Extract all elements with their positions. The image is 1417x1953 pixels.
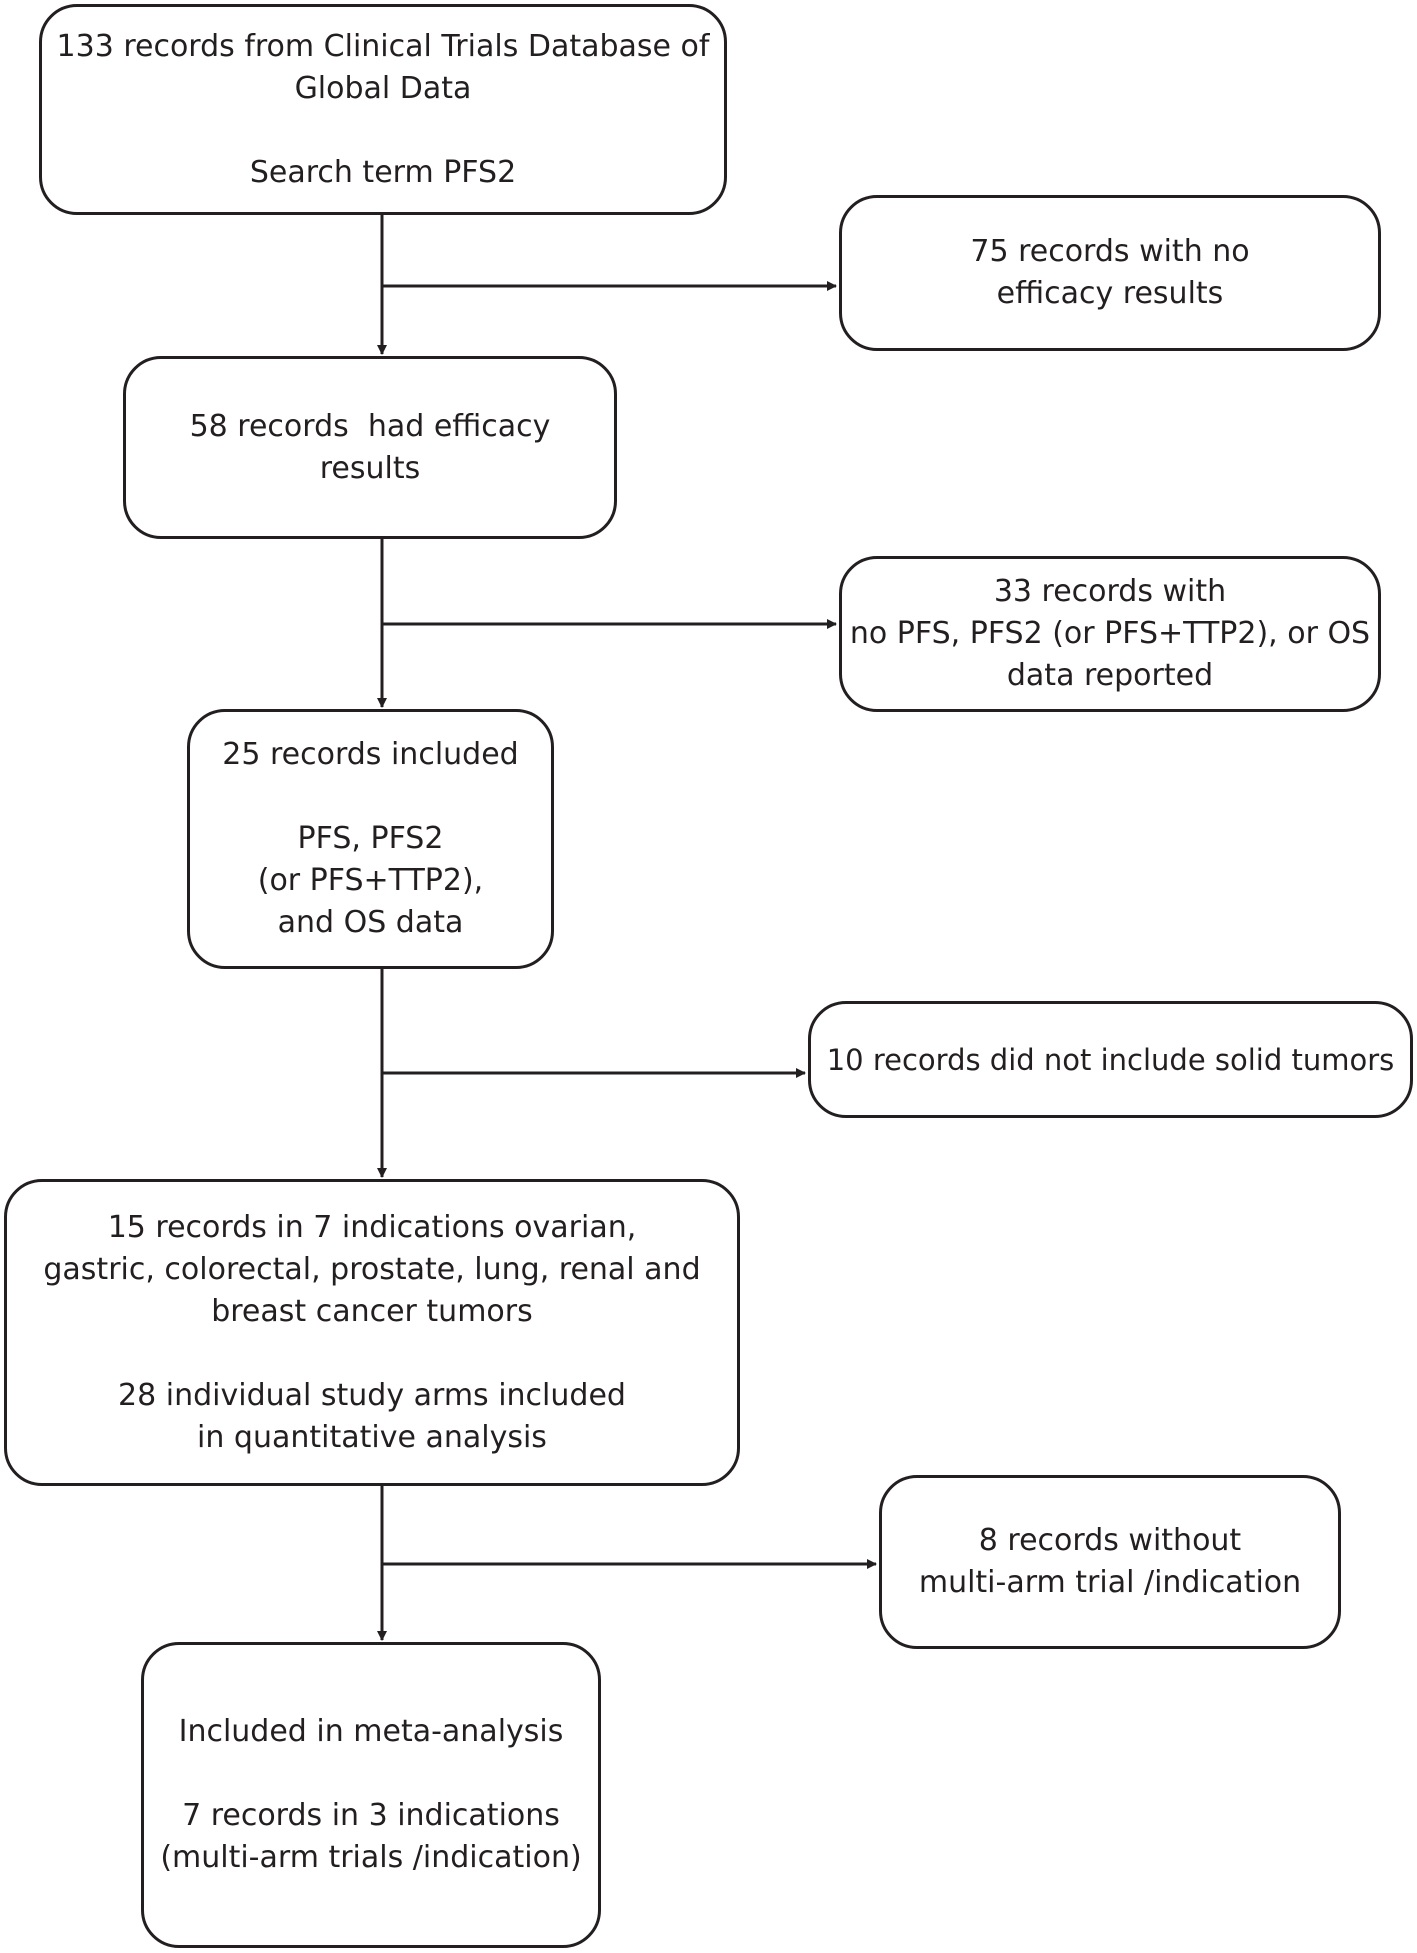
- excluded-no-data-line-3: data reported: [1006, 658, 1214, 693]
- meta-analysis-title: Included in meta-analysis: [178, 1714, 564, 1749]
- indications-box: 15 records in 7 indications ovarian, gas…: [4, 1179, 740, 1486]
- excluded-not-solid-line-1: 10 records did not include solid tumors: [826, 1042, 1395, 1077]
- meta-analysis-line-1: 7 records in 3 indications: [182, 1798, 560, 1833]
- records-found-line-1: 133 records from Clinical Trials Databas…: [56, 28, 710, 64]
- excluded-no-multiarm-line-2: multi-arm trial /indication: [918, 1565, 1302, 1600]
- study-arms-line-1: 28 individual study arms included: [118, 1377, 626, 1413]
- excluded-no-multiarm-box: 8 records without multi-arm trial /indic…: [879, 1475, 1341, 1649]
- excluded-no-efficacy-line-2: efficacy results: [996, 276, 1224, 311]
- search-term-text: Search term PFS2: [249, 154, 517, 190]
- had-efficacy-line-2: results: [319, 450, 421, 486]
- excluded-no-data-box: 33 records with no PFS, PFS2 (or PFS+TTP…: [839, 556, 1381, 712]
- excluded-no-multiarm-line-1: 8 records without: [978, 1523, 1242, 1558]
- indications-line-3: breast cancer tumors: [211, 1293, 533, 1329]
- records-found-line-2: Global Data: [294, 70, 472, 106]
- study-arms-line-2: in quantitative analysis: [197, 1419, 547, 1455]
- excluded-no-data-line-1: 33 records with: [993, 574, 1227, 609]
- meta-analysis-line-2: (multi-arm trials /indication): [160, 1840, 582, 1875]
- indications-line-2: gastric, colorectal, prostate, lung, ren…: [43, 1251, 701, 1287]
- had-efficacy-line-1: 58 records had efficacy: [189, 408, 551, 444]
- indications-line-1: 15 records in 7 indications ovarian,: [107, 1209, 637, 1245]
- excluded-no-data-line-2: no PFS, PFS2 (or PFS+TTP2), or OS: [849, 616, 1371, 651]
- included-line-3: and OS data: [277, 905, 464, 940]
- included-line-1: PFS, PFS2: [297, 821, 444, 856]
- included-line-2: (or PFS+TTP2),: [257, 863, 484, 898]
- meta-analysis-box: Included in meta-analysis 7 records in 3…: [141, 1642, 601, 1948]
- excluded-no-efficacy-box: 75 records with no efficacy results: [839, 195, 1381, 351]
- included-box: 25 records included PFS, PFS2 (or PFS+TT…: [187, 709, 554, 969]
- excluded-not-solid-box: 10 records did not include solid tumors: [808, 1001, 1413, 1118]
- excluded-no-efficacy-line-1: 75 records with no: [970, 234, 1250, 269]
- had-efficacy-box: 58 records had efficacy results: [123, 356, 617, 539]
- included-title: 25 records included: [222, 737, 519, 772]
- records-found-box: 133 records from Clinical Trials Databas…: [39, 4, 727, 215]
